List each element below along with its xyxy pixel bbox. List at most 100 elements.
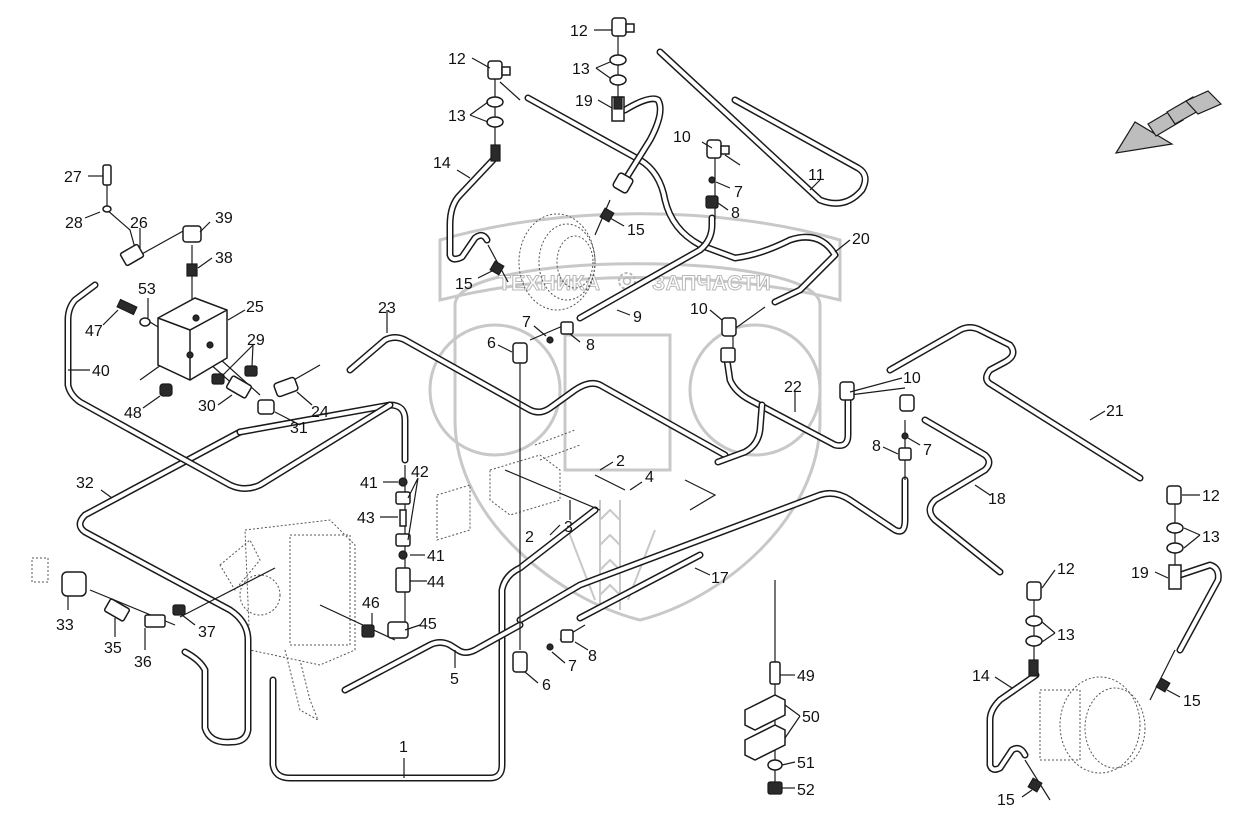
pipe-21	[886, 324, 1144, 482]
washer-53	[139, 317, 151, 327]
callout-19[interactable]: 19	[575, 93, 593, 110]
callout-15[interactable]: 15	[997, 792, 1015, 809]
callout-42[interactable]: 42	[411, 464, 429, 481]
callout-45[interactable]: 45	[419, 616, 437, 633]
callout-43[interactable]: 43	[357, 510, 375, 527]
callout-31[interactable]: 31	[290, 420, 308, 437]
callout-39[interactable]: 39	[215, 210, 233, 227]
callout-8[interactable]: 8	[872, 438, 881, 455]
callout-3[interactable]: 3	[564, 519, 573, 536]
callout-13[interactable]: 13	[1202, 529, 1220, 546]
callout-20[interactable]: 20	[852, 231, 870, 248]
callout-36[interactable]: 36	[134, 654, 152, 671]
callout-28[interactable]: 28	[65, 215, 83, 232]
callout-37[interactable]: 37	[198, 624, 216, 641]
callout-32[interactable]: 32	[76, 475, 94, 492]
callout-6[interactable]: 6	[542, 677, 551, 694]
callout-12[interactable]: 12	[1057, 561, 1075, 578]
callout-2[interactable]: 2	[525, 529, 534, 546]
callout-10[interactable]: 10	[673, 129, 691, 146]
fitting-6-top	[512, 342, 528, 364]
callout-5[interactable]: 5	[450, 671, 459, 688]
callout-21[interactable]: 21	[1106, 403, 1124, 420]
callout-11[interactable]: 11	[808, 167, 825, 184]
callout-1[interactable]: 1	[399, 739, 408, 756]
callout-10[interactable]: 10	[903, 370, 921, 387]
callout-7[interactable]: 7	[923, 442, 932, 459]
callout-14[interactable]: 14	[433, 155, 451, 172]
nut-8-bottom	[560, 629, 574, 643]
callout-2[interactable]: 2	[616, 453, 625, 470]
callout-8[interactable]: 8	[731, 205, 740, 222]
seal-7-bottom	[546, 643, 554, 651]
callout-9[interactable]: 9	[633, 309, 642, 326]
nut-8-mid	[560, 321, 574, 335]
callout-48[interactable]: 48	[124, 405, 142, 422]
callout-38[interactable]: 38	[215, 250, 233, 267]
callout-12[interactable]: 12	[570, 23, 588, 40]
callout-8[interactable]: 8	[586, 337, 595, 354]
callout-47[interactable]: 47	[85, 323, 103, 340]
callout-13[interactable]: 13	[1057, 627, 1075, 644]
callout-17[interactable]: 17	[711, 570, 729, 587]
callout-27[interactable]: 27	[64, 169, 82, 186]
callout-8[interactable]: 8	[588, 648, 597, 665]
fitting-29	[211, 365, 258, 385]
callout-52[interactable]: 52	[797, 782, 815, 799]
callout-13[interactable]: 13	[448, 108, 466, 125]
watermark-shield-outline	[453, 262, 822, 622]
nut-8-top	[705, 195, 719, 209]
callout-25[interactable]: 25	[246, 299, 264, 316]
callout-24[interactable]: 24	[311, 404, 329, 421]
callout-29[interactable]: 29	[247, 332, 265, 349]
fitting-6-bottom	[512, 651, 528, 673]
callout-15[interactable]: 15	[627, 222, 645, 239]
callout-40[interactable]: 40	[92, 363, 110, 380]
pipe-32	[76, 428, 252, 746]
callout-44[interactable]: 44	[427, 574, 445, 591]
callout-6[interactable]: 6	[487, 335, 496, 352]
ghost-motor-bottom-right	[1039, 676, 1146, 774]
callout-33[interactable]: 33	[56, 617, 74, 634]
callout-46[interactable]: 46	[362, 595, 380, 612]
callout-30[interactable]: 30	[198, 398, 216, 415]
callout-50[interactable]: 50	[802, 709, 820, 726]
callout-22[interactable]: 22	[784, 379, 802, 396]
fitting-10-top	[706, 139, 730, 159]
bolt-47	[116, 298, 138, 316]
fitting-37	[172, 604, 186, 616]
callout-13[interactable]: 13	[572, 61, 590, 78]
callout-12[interactable]: 12	[1202, 488, 1220, 505]
callout-51[interactable]: 51	[797, 755, 815, 772]
callout-26[interactable]: 26	[130, 215, 148, 232]
fittings	[31, 17, 1184, 795]
callout-19[interactable]: 19	[1131, 565, 1149, 582]
fitting-12-left	[487, 60, 511, 80]
pipe-9	[576, 214, 716, 322]
callout-41[interactable]: 41	[427, 548, 445, 565]
watermark-letter-p	[563, 333, 672, 472]
callout-15[interactable]: 15	[1183, 693, 1201, 710]
callout-7[interactable]: 7	[522, 314, 531, 331]
callout-10[interactable]: 10	[690, 301, 708, 318]
assembly-lines	[89, 36, 1176, 801]
nut-15-a	[599, 207, 615, 223]
callout-15[interactable]: 15	[455, 276, 473, 293]
ghost-valve-bracket	[436, 429, 581, 541]
fitting-38	[186, 263, 198, 277]
callout-35[interactable]: 35	[104, 640, 122, 657]
callout-49[interactable]: 49	[797, 668, 815, 685]
callout-41[interactable]: 41	[360, 475, 378, 492]
pipe-18	[921, 416, 1004, 576]
callout-7[interactable]: 7	[568, 658, 577, 675]
callout-18[interactable]: 18	[988, 491, 1006, 508]
callout-4[interactable]: 4	[645, 469, 654, 486]
callout-53[interactable]: 53	[138, 281, 156, 298]
callout-7[interactable]: 7	[734, 184, 743, 201]
callout-12[interactable]: 12	[448, 51, 466, 68]
fitting-12-mid	[1026, 581, 1042, 601]
callout-23[interactable]: 23	[378, 300, 396, 317]
callout-14[interactable]: 14	[972, 668, 990, 685]
pipe-5	[341, 621, 524, 694]
sensor-33	[31, 557, 87, 597]
